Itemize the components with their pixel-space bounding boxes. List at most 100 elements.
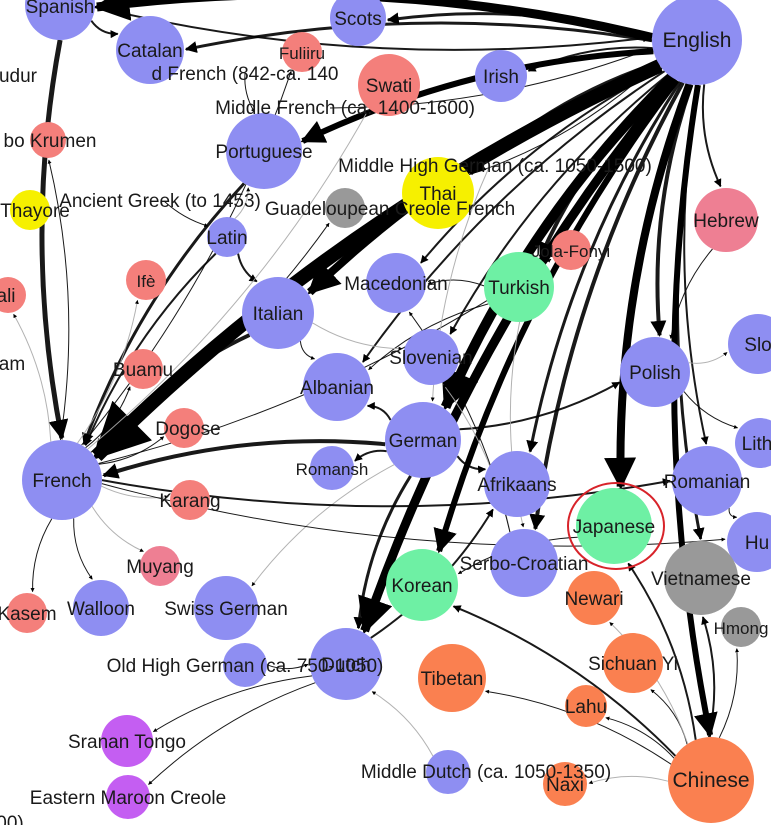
node-thayore[interactable] <box>10 190 50 230</box>
label-walloon: Walloon <box>67 599 135 620</box>
label-guadeloupean: Guadeloupean Creole French <box>265 199 515 220</box>
node-old-high-german[interactable] <box>223 643 267 687</box>
node-muyang[interactable] <box>140 546 180 586</box>
edge-turkish-to-macedonian <box>427 279 485 287</box>
node-eastern-maroon[interactable] <box>106 775 150 819</box>
label-middle-dutch: Middle Dutch (ca. 1050-1350) <box>361 762 611 783</box>
node-irish[interactable] <box>475 50 527 102</box>
node-hungarian[interactable] <box>727 512 771 572</box>
node-newari[interactable] <box>567 571 621 625</box>
node-karang[interactable] <box>170 480 210 520</box>
edge-german-to-dutch <box>353 475 412 630</box>
node-ife[interactable] <box>126 260 166 300</box>
label-newari: Newari <box>564 589 623 610</box>
edge-chinese-to-korean <box>452 605 677 757</box>
node-chinese[interactable] <box>668 737 754 823</box>
node-afrikaans[interactable] <box>484 451 550 517</box>
label-ali: ali <box>0 286 16 307</box>
node-hebrew[interactable] <box>694 188 758 252</box>
node-spanish[interactable] <box>25 0 95 40</box>
node-kasem[interactable] <box>7 593 47 633</box>
label-polish: Polish <box>629 363 681 384</box>
node-ali[interactable] <box>0 277 26 313</box>
edge-german-to-swiss-german <box>251 464 395 587</box>
node-latin[interactable] <box>207 217 247 257</box>
node-guadeloupean[interactable] <box>325 188 365 228</box>
node-french[interactable] <box>22 440 102 520</box>
node-sranan-tongo[interactable] <box>101 715 153 767</box>
label-karang: Karang <box>159 491 220 512</box>
node-swiss-german[interactable] <box>194 576 258 640</box>
edge-old-high-german-to-dutch <box>266 663 309 670</box>
label-fuliiru: Fuliiru <box>279 44 325 63</box>
node-romanian[interactable] <box>672 446 742 516</box>
node-hmong[interactable] <box>721 607 761 647</box>
node-thai[interactable] <box>402 157 474 229</box>
node-naxi[interactable] <box>543 762 587 806</box>
edge-french-to-muyang <box>91 506 144 552</box>
label-old-french: d French (842-ca. 140 <box>152 64 339 85</box>
edge-polish-to-slovak <box>688 352 728 364</box>
node-lahu[interactable] <box>565 685 607 727</box>
node-swati[interactable] <box>358 54 420 116</box>
node-catalan[interactable] <box>116 16 184 84</box>
edge-ancient-greek-to-latin <box>163 200 209 227</box>
label-macedonian: Macedonian <box>344 274 448 295</box>
node-italian[interactable] <box>242 277 314 349</box>
label-sichuan-yi: Sichuan Yi <box>588 654 678 675</box>
node-dogose[interactable] <box>164 408 204 448</box>
node-krumen[interactable] <box>30 122 66 158</box>
edge-english-to-serbo-croatian <box>529 81 685 531</box>
node-scots[interactable] <box>330 0 386 46</box>
label-catalan: Catalan <box>117 41 183 62</box>
node-buamu[interactable] <box>123 349 163 389</box>
label-romansh: Romansh <box>296 460 369 479</box>
node-sichuan-yi[interactable] <box>603 633 663 693</box>
label-turkish: Turkish <box>488 278 550 299</box>
edge-french-to-ali <box>13 313 52 442</box>
node-jola-fonyi[interactable] <box>551 230 591 270</box>
edge-hebrew-to-polish <box>669 248 713 339</box>
edge-english-to-chinese <box>671 84 718 738</box>
label-serbo-croatian: Serbo-Croatian <box>460 554 589 575</box>
node-lithuanian[interactable] <box>735 418 771 468</box>
label-old-high-german: Old High German (ca. 750-1050) <box>107 656 384 677</box>
node-slovak[interactable] <box>728 314 771 374</box>
node-vietnamese[interactable] <box>664 541 738 615</box>
node-portuguese[interactable] <box>226 113 302 189</box>
label-french: French <box>32 471 91 492</box>
node-dutch[interactable] <box>310 628 382 700</box>
label-am: am <box>0 354 25 375</box>
node-macedonian[interactable] <box>366 253 426 313</box>
node-middle-dutch[interactable] <box>426 750 470 794</box>
node-japanese[interactable] <box>576 488 652 564</box>
node-albanian[interactable] <box>303 353 371 421</box>
label-thai: Thai <box>420 184 457 205</box>
edge-german-to-romansh <box>354 449 387 462</box>
node-polish[interactable] <box>620 337 690 407</box>
node-tibetan[interactable] <box>418 644 486 712</box>
node-fuliiru[interactable] <box>282 32 322 72</box>
label-krumen: bo Krumen <box>4 131 97 152</box>
node-korean[interactable] <box>386 549 458 621</box>
label-dogose: Dogose <box>155 419 221 440</box>
edge-french-to-walloon <box>73 518 93 580</box>
edge-english-to-japanese <box>604 82 694 490</box>
node-slovenian[interactable] <box>403 329 459 385</box>
node-walloon[interactable] <box>73 580 129 636</box>
edge-french-to-kasem <box>30 518 53 593</box>
label-latin: Latin <box>206 228 247 249</box>
edge-chinese-to-naxi <box>588 775 669 785</box>
edge-middle-dutch-to-dutch <box>371 691 434 757</box>
label-swati: Swati <box>366 76 412 97</box>
node-serbo-croatian[interactable] <box>490 529 558 597</box>
node-turkish[interactable] <box>484 252 554 322</box>
node-english[interactable] <box>652 0 742 85</box>
node-romansh[interactable] <box>310 446 354 490</box>
edge-italian-to-french <box>93 333 251 456</box>
edge-german-to-afrikaans <box>456 455 487 474</box>
edge-italian-to-albanian <box>299 341 315 360</box>
label-slovenian: Slovenian <box>389 348 472 369</box>
node-german[interactable] <box>385 402 461 478</box>
